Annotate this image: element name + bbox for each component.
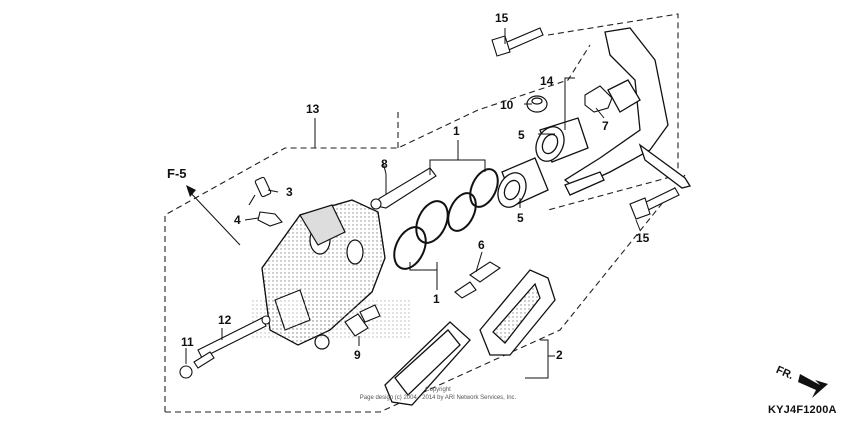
pin [197, 315, 271, 359]
pad-retainer [454, 261, 502, 299]
copyright-notice: Copyright Page design (c) 2004 - 2014 by… [338, 386, 538, 402]
copyright-line-1: Copyright [425, 387, 451, 393]
reference-label: F-5 [167, 166, 187, 181]
callout-11: 11 [181, 335, 194, 349]
plug [179, 351, 215, 379]
callout-1-bottom: 1 [433, 292, 440, 306]
caliper-bracket [563, 27, 692, 196]
bleeder-cap [257, 211, 283, 227]
diagram-code: KYJ4F1200A [768, 404, 837, 416]
callout-1-top: 1 [453, 124, 460, 138]
direction-arrow [798, 374, 828, 398]
pin-bolt [370, 167, 437, 210]
piston-seals [393, 168, 499, 270]
callout-4: 4 [234, 213, 241, 227]
callout-12: 12 [218, 313, 232, 327]
callout-5-bottom: 5 [517, 211, 524, 225]
copyright-line-2: Page design (c) 2004 - 2014 by ARI Netwo… [359, 395, 517, 401]
shaded-region [250, 300, 410, 340]
leader-lines [185, 28, 641, 379]
callout-15-bottom: 15 [636, 231, 650, 245]
callout-14: 14 [540, 74, 554, 88]
callout-15-top: 15 [495, 11, 509, 25]
pistons [497, 117, 589, 208]
callout-3: 3 [286, 185, 293, 199]
flange-bolt-bottom [629, 187, 680, 220]
nut [526, 95, 548, 113]
pad-spring [584, 85, 613, 113]
flange-bolt-top [491, 27, 544, 57]
callout-5-top: 5 [518, 128, 525, 142]
caliper-assembly-outline [164, 44, 686, 413]
ref-arrowhead [186, 185, 196, 197]
callout-13: 13 [306, 102, 320, 116]
callout-7: 7 [602, 119, 609, 133]
brake-pads [384, 269, 556, 406]
bleeder-screw [248, 176, 272, 206]
callout-10: 10 [500, 98, 514, 112]
callout-8: 8 [381, 157, 388, 171]
bracket-assembly-outline [547, 13, 679, 211]
callout-2: 2 [556, 348, 563, 362]
callout-6: 6 [478, 238, 485, 252]
callout-9: 9 [354, 348, 361, 362]
pad-pin-bolt [344, 304, 381, 337]
